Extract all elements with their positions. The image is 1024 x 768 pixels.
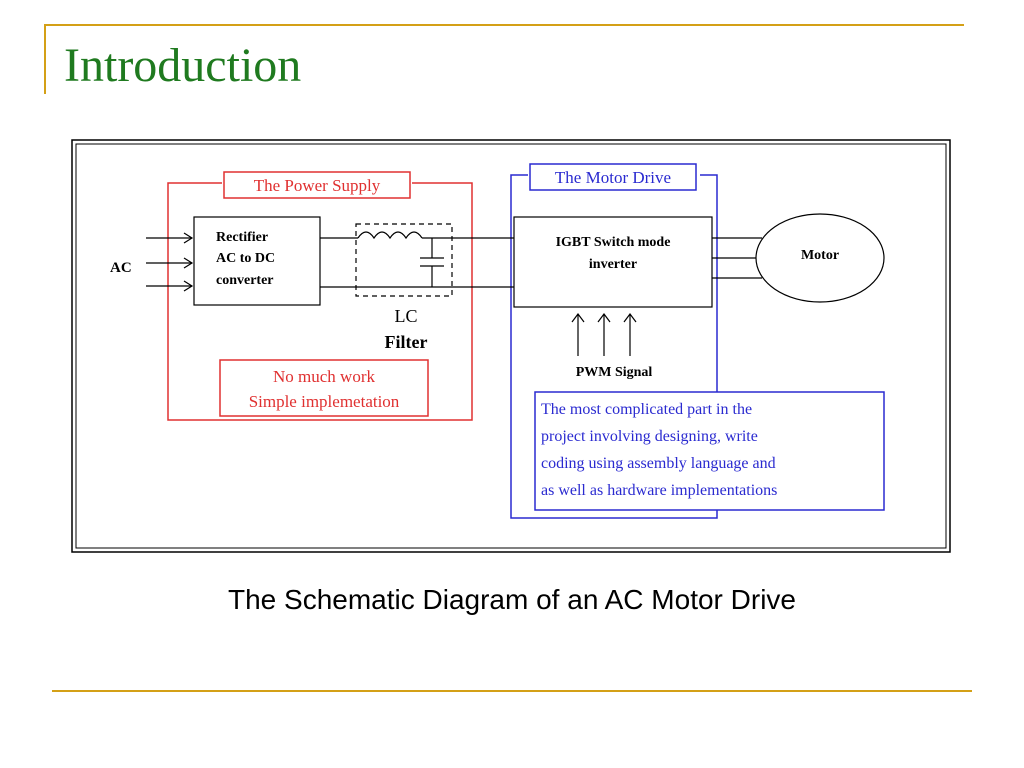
pwm-signal-label: PWM Signal <box>576 365 653 380</box>
dc-bus-lines <box>320 237 514 288</box>
ac-input-arrows <box>146 232 194 292</box>
power-supply-note-line-1: No much work <box>273 367 375 386</box>
rectifier-line-3: converter <box>216 273 274 288</box>
motor-ellipse <box>755 213 885 303</box>
pwm-arrows <box>571 313 637 356</box>
lc-filter-block <box>355 223 453 297</box>
slide-title: Introduction <box>64 39 302 92</box>
motor-label: Motor <box>801 248 839 263</box>
power-supply-note-line-2: Simple implemetation <box>249 392 400 411</box>
power-supply-note-box <box>219 359 429 417</box>
power-supply-label: The Power Supply <box>254 176 381 195</box>
motor-drive-label: The Motor Drive <box>555 168 671 187</box>
rectifier-block <box>193 216 321 306</box>
inductor-symbol <box>357 231 423 240</box>
diagram-caption: The Schematic Diagram of an AC Motor Dri… <box>228 584 796 615</box>
igbt-line-1: IGBT Switch mode <box>556 235 671 250</box>
motor-drive-note-line-3: coding using assembly language and <box>541 455 776 472</box>
motor-drive-group-box-right <box>700 174 718 392</box>
motor-drive-note-box <box>534 391 885 511</box>
igbt-inverter-block <box>513 216 713 308</box>
motor-drive-note-line-1: The most complicated part in the <box>541 401 752 418</box>
motor-drive-note-line-4: as well as hardware implementations <box>541 482 777 499</box>
lc-filter-line-2: Filter <box>385 332 428 352</box>
ac-label: AC <box>110 260 132 276</box>
power-supply-label-box <box>223 171 411 199</box>
lc-filter-line-1: LC <box>394 306 417 326</box>
left-accent-line <box>44 24 46 94</box>
motor-drive-label-box <box>529 163 697 191</box>
top-accent-line <box>44 24 964 26</box>
igbt-line-2: inverter <box>589 257 637 272</box>
power-supply-group-box <box>167 182 473 421</box>
capacitor-symbol <box>420 238 444 287</box>
rectifier-line-1: Rectifier <box>216 230 268 245</box>
diagram-frame-inner <box>75 143 947 549</box>
motor-drive-group-box <box>510 174 718 519</box>
bottom-accent-line <box>52 690 972 692</box>
motor-feed-lines <box>712 237 762 279</box>
motor-drive-note-line-2: project involving designing, write <box>541 428 758 445</box>
rectifier-line-2: AC to DC <box>216 251 275 266</box>
